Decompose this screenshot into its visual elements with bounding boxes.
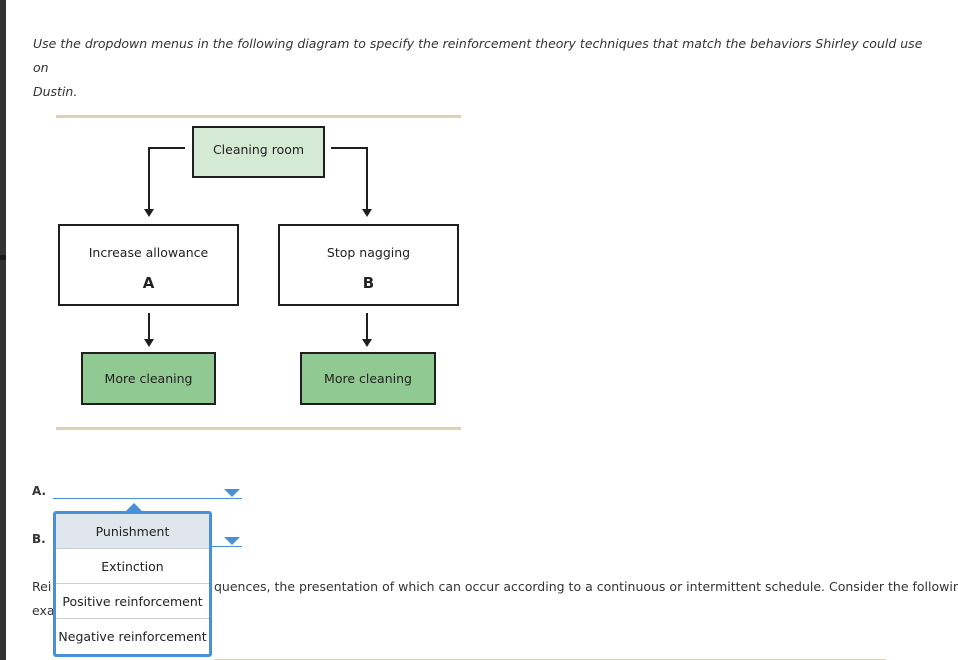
dropdown-menu: Punishment Extinction Positive reinforce… bbox=[53, 511, 212, 657]
connector-top-left bbox=[148, 147, 185, 210]
arrowhead-b-result bbox=[362, 339, 372, 347]
instructions-line-1: Use the dropdown menus in the following … bbox=[33, 36, 923, 75]
dropdown-option-extinction[interactable]: Extinction bbox=[56, 549, 209, 584]
letter-b: B bbox=[362, 274, 375, 292]
dropdown-option-punishment[interactable]: Punishment bbox=[56, 514, 209, 549]
dropdown-option-positive-reinforcement[interactable]: Positive reinforcement bbox=[56, 584, 209, 619]
more-cleaning-label-left: More cleaning bbox=[104, 371, 193, 386]
paragraph-line-1-end: quences, the presentation of which can o… bbox=[214, 579, 958, 594]
dropdown-option-negative-reinforcement[interactable]: Negative reinforcement bbox=[58, 629, 207, 644]
answer-a-label: A. bbox=[32, 484, 47, 498]
arrowhead-left-down bbox=[144, 209, 154, 217]
arrowhead-a-result bbox=[144, 339, 154, 347]
paragraph-line-1-start: Rei bbox=[32, 579, 52, 594]
more-cleaning-label-right: More cleaning bbox=[324, 371, 412, 386]
dropdown-pointer bbox=[126, 503, 142, 511]
diagram-top-rule bbox=[56, 115, 461, 118]
letter-a: A bbox=[142, 274, 155, 292]
instructions-text: Use the dropdown menus in the following … bbox=[33, 32, 933, 104]
cleaning-room-label: Cleaning room bbox=[212, 142, 305, 157]
more-cleaning-box-right: More cleaning bbox=[300, 352, 436, 405]
cleaning-room-box: Cleaning room bbox=[192, 126, 325, 178]
instructions-line-2: Dustin. bbox=[33, 84, 78, 99]
answer-b-label: B. bbox=[32, 532, 46, 546]
increase-allowance-box: Increase allowance A bbox=[58, 224, 239, 306]
connector-top-right bbox=[331, 147, 368, 210]
chevron-down-icon[interactable] bbox=[224, 537, 240, 545]
diagram-bottom-rule bbox=[56, 427, 461, 430]
window-edge bbox=[0, 0, 6, 660]
stop-nagging-box: Stop nagging B bbox=[278, 224, 459, 306]
chevron-down-icon[interactable] bbox=[224, 489, 240, 497]
paragraph-line-2-start: exa bbox=[32, 603, 55, 618]
answer-a-select[interactable] bbox=[53, 483, 242, 499]
stop-nagging-label: Stop nagging bbox=[326, 245, 411, 260]
window-edge-mark bbox=[0, 255, 6, 260]
more-cleaning-box-left: More cleaning bbox=[81, 352, 216, 405]
arrowhead-right-down bbox=[362, 209, 372, 217]
increase-allowance-label: Increase allowance bbox=[88, 245, 209, 260]
